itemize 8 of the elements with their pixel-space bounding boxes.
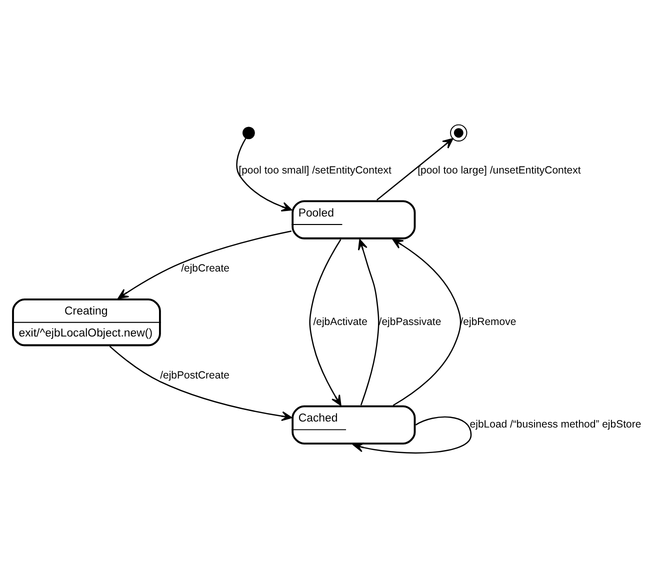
edge-label: /ejbRemove — [460, 317, 516, 328]
edge-label: /ejbCreate — [181, 264, 230, 275]
edge-label: [pool too small] /setEntityContext — [238, 165, 392, 176]
edge-label: ejbLoad /“business method” ejbStore — [470, 420, 642, 431]
edge-label: /ejbActivate — [313, 317, 368, 328]
edge-label: /ejbPassivate — [378, 317, 442, 328]
edge-label: /ejbPostCreate — [160, 370, 230, 382]
edge-label: [pool too large] /unsetEntityContext — [418, 165, 581, 176]
